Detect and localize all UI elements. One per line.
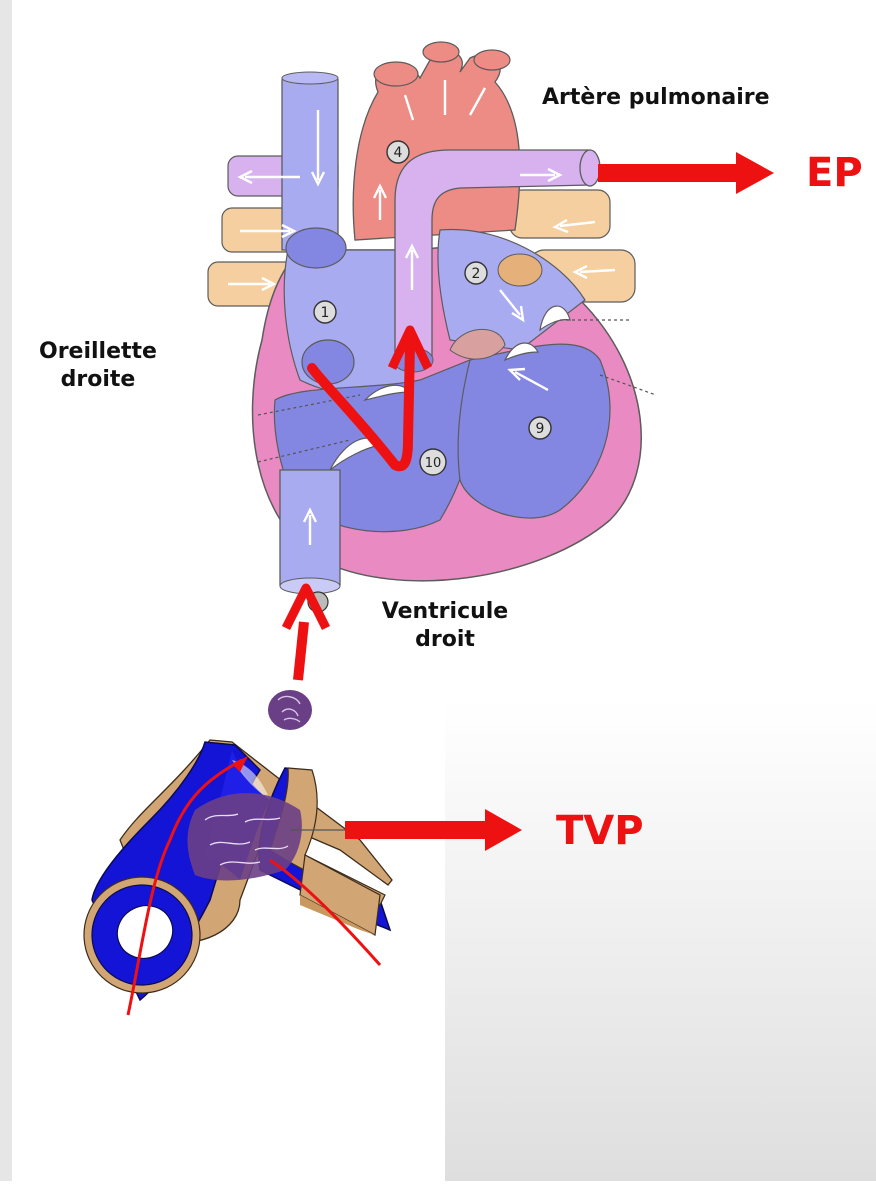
- label-right-atrium: Oreillette droite: [14, 338, 182, 394]
- svg-text:1: 1: [321, 305, 330, 321]
- superior-vena-cava: [282, 74, 338, 250]
- embolus: [268, 690, 312, 730]
- left-edge: [0, 0, 12, 1181]
- label-right-atrium-line2: droite: [14, 366, 182, 394]
- number-marker-10: 10: [420, 449, 446, 475]
- number-marker-4: 4: [387, 141, 409, 163]
- label-pulmonary-artery: Artère pulmonaire: [542, 84, 842, 112]
- thrombus: [188, 793, 302, 880]
- label-right-ventricle: Ventricule droit: [350, 598, 540, 654]
- grey-panel: [445, 700, 876, 1181]
- svg-text:2: 2: [472, 266, 481, 282]
- svg-text:10: 10: [425, 456, 442, 471]
- svg-text:9: 9: [536, 421, 545, 437]
- number-marker-1: 1: [314, 301, 336, 323]
- ivc-opening: [302, 340, 354, 384]
- label-right-atrium-line1: Oreillette: [14, 338, 182, 366]
- label-right-ventricle-line1: Ventricule: [350, 598, 540, 626]
- label-tvp: TVP: [556, 806, 644, 857]
- aorta: [353, 42, 520, 240]
- number-marker-2: 2: [465, 262, 487, 284]
- ascending-arrow-shaft: [298, 622, 304, 680]
- label-right-ventricle-line2: droit: [350, 626, 540, 654]
- svg-text:4: 4: [394, 145, 403, 161]
- number-marker-9: 9: [529, 417, 551, 439]
- pulmonary-vein-opening: [498, 254, 542, 286]
- label-ep: EP: [806, 148, 863, 199]
- svc-opening: [286, 228, 346, 268]
